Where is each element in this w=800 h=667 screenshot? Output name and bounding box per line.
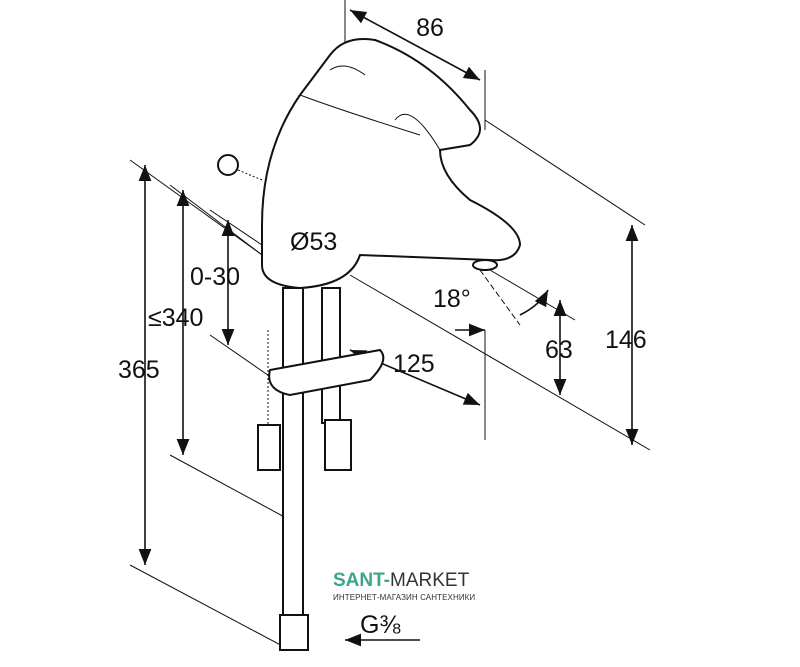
dim-overall-height: 146 — [605, 326, 647, 354]
dim-total-height: 365 — [118, 356, 160, 384]
watermark: SANT-MARKET ИНТЕРНЕТ-МАГАЗИН САНТЕХНИКИ — [333, 570, 475, 602]
dim-handle-length: 86 — [416, 14, 444, 42]
dim-max-depth: ≤340 — [148, 304, 203, 332]
extension-lines — [129, 0, 651, 651]
dim-diameter: Ø53 — [290, 228, 337, 256]
watermark-subtitle: ИНТЕРНЕТ-МАГАЗИН САНТЕХНИКИ — [333, 593, 476, 602]
watermark-brand-bold: SANT- — [333, 570, 390, 591]
hoses — [217, 154, 385, 651]
watermark-brand-regular: MARKET — [390, 570, 470, 591]
faucet-body — [261, 38, 522, 290]
dim-clamp-range: 0-30 — [190, 263, 240, 291]
dim-spout-height: 63 — [545, 336, 573, 364]
dim-connection-thread: G⅜ — [360, 611, 400, 639]
dim-spout-reach: 125 — [393, 350, 435, 378]
dim-spout-angle: 18° — [433, 285, 471, 313]
